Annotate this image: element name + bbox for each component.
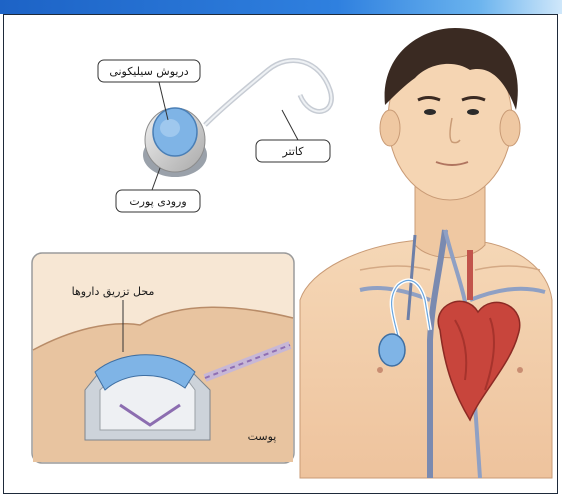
torso <box>300 240 552 478</box>
person-illustration <box>300 28 552 478</box>
label-skin: پوست <box>248 430 277 443</box>
body-port <box>379 334 405 366</box>
svg-text:ورودی پورت: ورودی پورت <box>129 195 186 208</box>
label-injection-site: محل تزریق داروها <box>72 285 155 299</box>
label-catheter: کاتتر <box>256 110 330 162</box>
svg-text:دریوش سیلیکونی: دریوش سیلیکونی <box>109 65 188 78</box>
svg-text:کاتتر: کاتتر <box>281 145 304 158</box>
